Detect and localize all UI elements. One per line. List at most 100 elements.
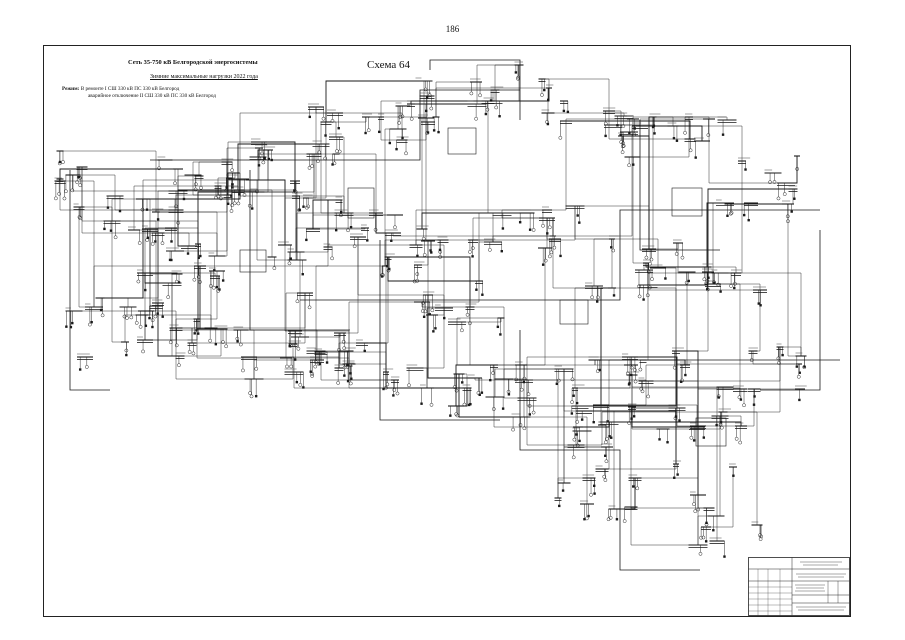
transformer-symbol [261, 160, 266, 165]
line-segment [716, 416, 721, 517]
line-segment [488, 65, 520, 102]
switch-symbol [753, 395, 756, 398]
line-segment [197, 191, 257, 244]
transformer-symbol [427, 93, 432, 98]
line-segment [716, 386, 725, 541]
line-segment [786, 156, 798, 184]
switch-symbol [349, 226, 353, 229]
switch-symbol [144, 288, 147, 292]
line-segment [653, 116, 728, 120]
transformer-symbol [346, 228, 350, 233]
switch-symbol [226, 202, 230, 205]
transformer-symbol [298, 383, 303, 387]
switch-symbol [378, 130, 381, 134]
trunk-line [429, 59, 521, 120]
transformer-symbol [474, 116, 478, 121]
switch-symbol [420, 402, 423, 405]
line-segment [707, 188, 793, 272]
transformer-symbol [786, 219, 790, 224]
switch-symbol [193, 332, 196, 335]
transformer-symbol [728, 211, 733, 216]
transformer-symbol [519, 387, 524, 392]
line-segment [93, 265, 200, 307]
transformer-symbol [575, 420, 580, 424]
switch-symbol [559, 254, 562, 258]
switch-symbol [480, 391, 484, 394]
line-segment [226, 147, 259, 162]
line-segment [336, 153, 377, 213]
transformer-symbol [552, 245, 557, 250]
regime-line-1: Режим: В ремонте I СШ 330 кВ ПС 330 кВ Б… [62, 86, 216, 93]
switch-symbol [522, 380, 526, 384]
switch-symbol [401, 136, 404, 140]
line-segment [658, 267, 677, 351]
transformer-symbol [395, 391, 400, 396]
line-segment [494, 64, 519, 90]
switch-symbol [484, 112, 488, 116]
transformer-symbol [702, 277, 707, 282]
transformer-symbol [602, 474, 607, 479]
switch-symbol [612, 294, 616, 297]
transformer-symbol [335, 149, 339, 153]
line-segment [259, 141, 296, 181]
transformer-symbol [692, 502, 696, 507]
transformer-symbol [384, 385, 388, 390]
switch-symbol [425, 96, 429, 99]
switch-symbol [795, 365, 799, 368]
line-segment [239, 112, 335, 179]
line-segment [580, 351, 677, 407]
transformer-symbol [323, 156, 328, 161]
transformer-symbol [192, 277, 197, 282]
transformer-symbol [494, 105, 498, 110]
line-segment [649, 117, 654, 250]
switch-symbol [197, 332, 200, 335]
switch-symbol [615, 518, 619, 521]
line-segment [584, 410, 677, 464]
transformer-symbol [336, 381, 340, 385]
line-segment [255, 150, 269, 181]
line-segment [722, 386, 725, 412]
line-segment [635, 477, 699, 545]
line-segment [238, 181, 296, 191]
switch-symbol [343, 374, 346, 377]
switch-symbol [798, 398, 801, 402]
transformer-symbol [330, 119, 335, 123]
transformer-symbol [570, 377, 575, 382]
line-segment [237, 143, 321, 190]
switch-symbol [719, 290, 722, 293]
switch-symbol [733, 286, 736, 290]
transformer-symbol [627, 421, 632, 425]
line-segment [142, 179, 255, 199]
line-segment [631, 375, 663, 430]
switch-symbol [715, 423, 718, 427]
transformer-symbol [421, 301, 426, 305]
line-segment [563, 369, 584, 412]
switch-symbol [572, 394, 575, 397]
switch-symbol [712, 529, 715, 532]
transformer-symbol [78, 183, 83, 188]
switch-symbol [298, 208, 301, 212]
transformer-symbol [412, 279, 417, 284]
line-segment [712, 202, 725, 284]
regime-label: Режим: [62, 86, 80, 92]
switch-symbol [197, 256, 200, 260]
switch-symbol [340, 210, 343, 214]
line-segment [180, 329, 222, 357]
switch-symbol [325, 361, 329, 364]
station-outline [695, 417, 727, 447]
transformer-symbol [541, 223, 545, 228]
line-segment [435, 81, 476, 117]
line-segment [648, 272, 709, 286]
transformer-symbol [603, 478, 608, 482]
line-segment [752, 351, 799, 365]
switch-symbol [706, 287, 709, 291]
line-segment [713, 283, 741, 389]
switch-symbol [507, 393, 511, 396]
line-segment [630, 507, 698, 546]
switch-symbol [170, 258, 173, 262]
switch-symbol [99, 308, 103, 312]
transformer-symbol [485, 107, 490, 112]
line-segment [100, 297, 129, 307]
line-segment [630, 356, 678, 408]
line-segment [741, 389, 755, 427]
